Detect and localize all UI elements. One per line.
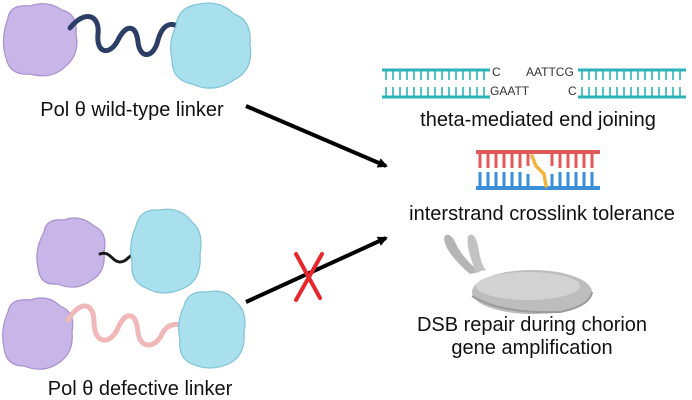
- mutant-linker-long: [65, 303, 195, 348]
- defective-linker-label: Pol θ defective linker: [47, 378, 233, 400]
- helicase-domain-mut2: [2, 297, 74, 370]
- dna-top-right-seq: AATTCG: [526, 65, 574, 79]
- wildtype-linker-label: Pol θ wild-type linker: [40, 99, 224, 121]
- chorion-egg-icon: [444, 234, 593, 314]
- helicase-domain-wt: [2, 3, 78, 77]
- wt-linker: [67, 14, 183, 57]
- dsb-label-line1: DSB repair during chorion: [416, 314, 648, 336]
- wildtype-protein: [2, 2, 252, 89]
- defective-arrow: [245, 236, 388, 304]
- defective-protein-short: [36, 208, 202, 294]
- crosslink-mark: [530, 154, 548, 188]
- tmej-label: theta-mediated end joining: [420, 109, 656, 131]
- dna-top-left-seq: C: [492, 65, 501, 79]
- polymerase-domain-wt: [170, 2, 252, 89]
- wt-arrow: [245, 104, 388, 168]
- helicase-domain-mut1: [36, 217, 106, 288]
- tmej-dna-icon: [382, 68, 686, 99]
- defective-protein-long: [2, 290, 246, 370]
- icl-dna-icon: [476, 150, 600, 190]
- dna-bottom-left-seq: GAATT: [490, 84, 530, 98]
- polymerase-domain-mut2: [178, 290, 246, 369]
- dna-bottom-right-seq: C: [568, 84, 577, 98]
- cross-mark: [294, 252, 324, 302]
- dsb-label-line2: gene amplification: [451, 337, 613, 359]
- icl-label: interstrand crosslink tolerance: [409, 203, 675, 225]
- polymerase-domain-mut1: [130, 208, 202, 294]
